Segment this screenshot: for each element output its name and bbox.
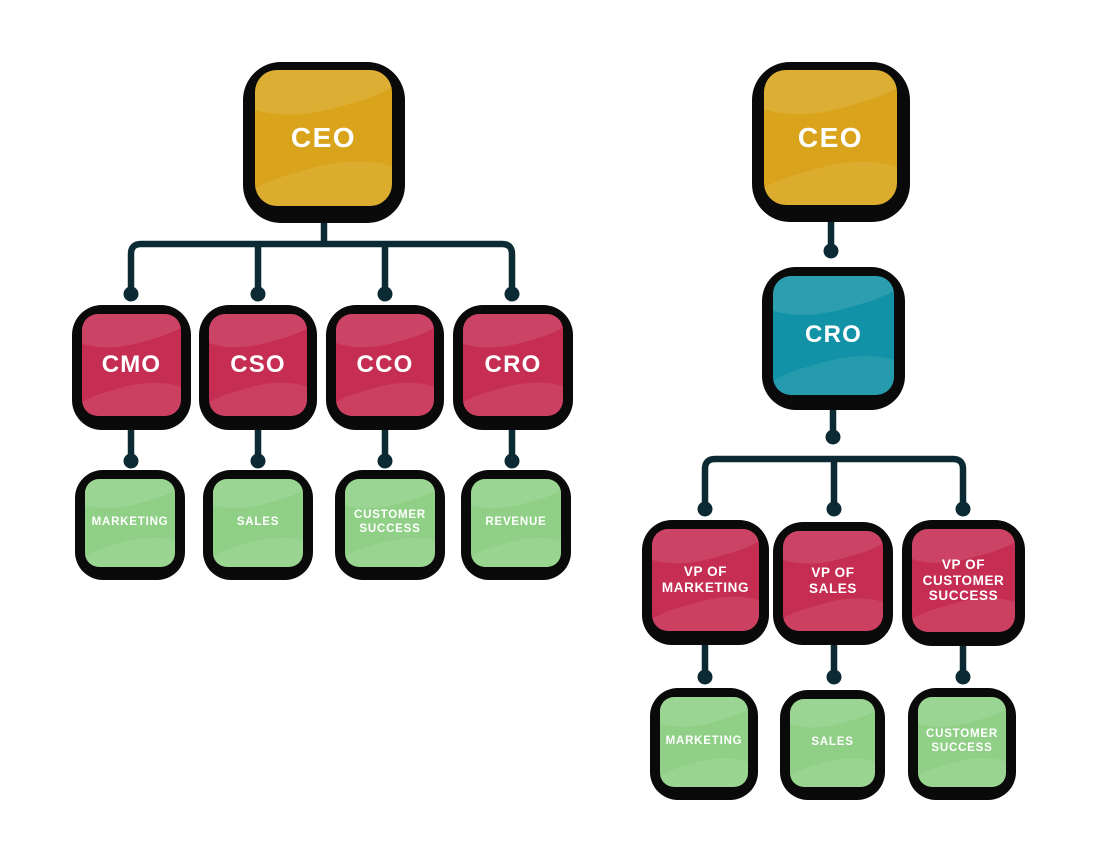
node-fill: CRO — [773, 276, 894, 395]
node-label: MARKETING — [91, 516, 169, 529]
org-node-left-cso: CSO — [199, 305, 317, 430]
connector-dot — [250, 286, 266, 302]
org-node-right-cro: CRO — [762, 267, 905, 410]
node-label: CUSTOMER SUCCESS — [354, 509, 426, 535]
connector-dot — [955, 669, 971, 685]
org-node-right-vp-sales: VP OF SALES — [773, 522, 893, 645]
node-fill: CUSTOMER SUCCESS — [345, 479, 435, 567]
org-node-right-vp-marketing: VP OF MARKETING — [642, 520, 769, 645]
connector-dot — [377, 286, 393, 302]
node-label: SALES — [811, 736, 854, 749]
node-fill: VP OF CUSTOMER SUCCESS — [912, 529, 1015, 632]
org-node-left-revenue: REVENUE — [461, 470, 571, 580]
org-node-right-customer-success: CUSTOMER SUCCESS — [908, 688, 1016, 800]
connector-dot — [955, 501, 971, 517]
org-node-left-cco: CCO — [326, 305, 444, 430]
node-fill: VP OF SALES — [783, 531, 883, 631]
org-node-left-cmo: CMO — [72, 305, 191, 430]
org-node-right-sales: SALES — [780, 690, 885, 800]
connector-dot — [123, 453, 139, 469]
node-label: MARKETING — [665, 735, 743, 748]
node-fill: MARKETING — [660, 697, 748, 787]
connector-dot — [826, 669, 842, 685]
node-label: VP OF SALES — [808, 565, 857, 596]
org-node-left-cro: CRO — [453, 305, 573, 430]
node-fill: CEO — [255, 70, 392, 206]
node-label: CRO — [484, 350, 542, 378]
connector-dot — [825, 429, 841, 445]
node-label: CMO — [101, 350, 162, 378]
node-fill: SALES — [790, 699, 875, 787]
node-label: CRO — [805, 321, 862, 349]
connector-dot — [697, 501, 713, 517]
org-node-right-marketing: MARKETING — [650, 688, 758, 800]
node-fill: REVENUE — [471, 479, 561, 567]
node-fill: VP OF MARKETING — [652, 529, 759, 631]
org-node-left-sales: SALES — [203, 470, 313, 580]
org-node-left-customer-success: CUSTOMER SUCCESS — [335, 470, 445, 580]
node-label: CSO — [230, 350, 286, 378]
org-node-right-ceo: CEO — [752, 62, 910, 222]
node-fill: CUSTOMER SUCCESS — [918, 697, 1006, 787]
node-label: CCO — [356, 350, 414, 378]
node-label: CUSTOMER SUCCESS — [926, 728, 998, 754]
connector-dot — [826, 501, 842, 517]
node-label: CEO — [290, 122, 357, 154]
node-label: VP OF CUSTOMER SUCCESS — [922, 556, 1005, 604]
node-label: CEO — [797, 121, 864, 153]
node-fill: MARKETING — [85, 479, 175, 567]
node-label: REVENUE — [485, 516, 547, 529]
node-fill: CMO — [82, 314, 181, 416]
node-fill: SALES — [213, 479, 303, 567]
node-fill: CCO — [336, 314, 434, 416]
org-node-right-vp-customer-success: VP OF CUSTOMER SUCCESS — [902, 520, 1025, 646]
connector-dot — [504, 453, 520, 469]
node-label: VP OF MARKETING — [661, 564, 750, 595]
node-fill: CEO — [764, 70, 897, 205]
org-node-left-ceo: CEO — [243, 62, 405, 223]
org-node-left-marketing: MARKETING — [75, 470, 185, 580]
node-label: SALES — [236, 516, 280, 529]
connector-dot — [823, 243, 839, 259]
connector-dot — [250, 453, 266, 469]
connector-dot — [377, 453, 393, 469]
node-fill: CSO — [209, 314, 307, 416]
connector-dot — [504, 286, 520, 302]
connector-dot — [697, 669, 713, 685]
node-fill: CRO — [463, 314, 563, 416]
connector-left-rail — [127, 240, 516, 290]
connector-dot — [123, 286, 139, 302]
